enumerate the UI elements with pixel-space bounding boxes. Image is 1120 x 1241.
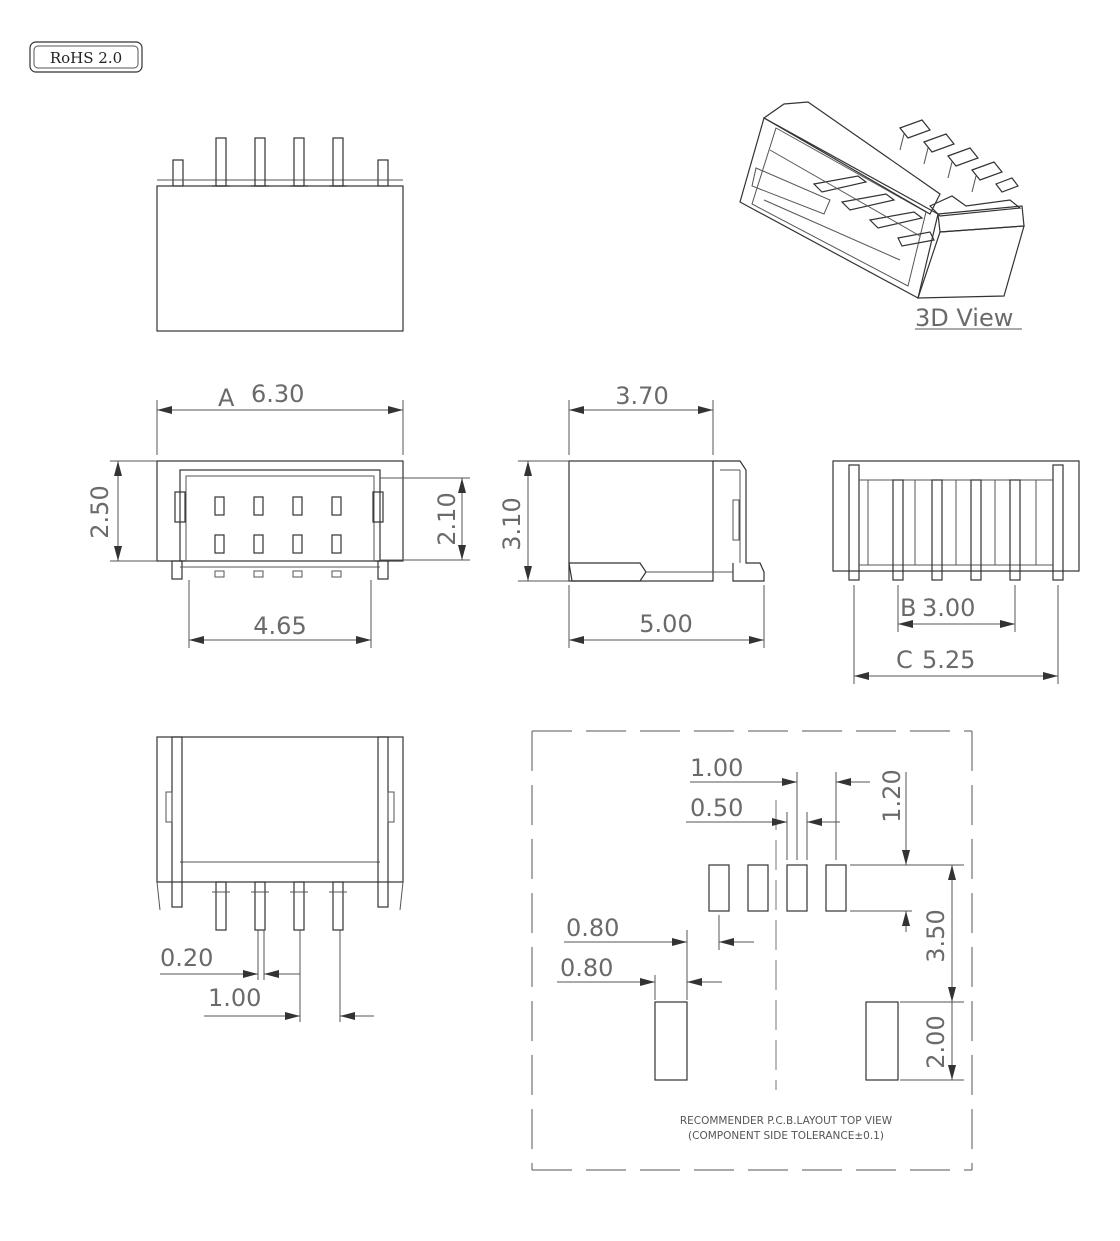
side-view-drawing [568, 460, 765, 582]
pcb-signal-pads [708, 864, 847, 912]
3d-view-label: 3D View [915, 304, 1013, 332]
top-view-drawing [156, 137, 404, 332]
pcb-gap-b-value: 0.80 [560, 954, 613, 982]
pcb-dimension-pad-length: 3.50 [850, 865, 964, 1003]
dimension-width-465-value: 4.65 [253, 612, 306, 640]
dimension-pin-width-value: 0.20 [160, 944, 213, 972]
dimension-c-prefix: C [896, 646, 913, 674]
pcb-offset-value: 1.20 [878, 769, 906, 822]
isometric-3d-view: 3D View [739, 101, 1025, 332]
pcb-mount-length-value: 2.00 [922, 1015, 950, 1068]
dimension-pin-width: 0.20 [160, 930, 300, 980]
dimension-height-250: 2.50 [86, 460, 157, 562]
dimension-height-250-value: 2.50 [86, 485, 114, 538]
dimension-width-465: 4.65 [188, 580, 372, 648]
rear-view-drawing [156, 736, 404, 931]
dimension-depth-370: 3.70 [568, 382, 714, 455]
bottom-view-drawing [832, 460, 1080, 581]
dimension-b: B 3.00 [897, 585, 1016, 632]
pcb-layout-frame [531, 730, 973, 1171]
dimension-b-value: 3.00 [922, 594, 975, 622]
pcb-pitch-value: 1.00 [690, 754, 743, 782]
pcb-pad-width-value: 0.50 [690, 794, 743, 822]
pcb-mount-pads [654, 1001, 899, 1081]
dimension-height-310: 3.10 [498, 460, 569, 582]
pcb-dimension-pad-width: 0.50 [686, 794, 840, 860]
dimension-height-210: 2.10 [380, 477, 470, 561]
dimension-height-310-value: 3.10 [498, 497, 526, 550]
pcb-gap-a-value: 0.80 [566, 914, 619, 942]
pcb-dimension-pitch: 1.00 [690, 754, 870, 860]
pcb-dimension-offset: 1.20 [850, 769, 964, 866]
rohs-badge-text: RoHS 2.0 [50, 49, 122, 67]
dimension-depth-370-value: 3.70 [615, 382, 668, 410]
dimension-a: A 6.30 [156, 380, 404, 455]
pcb-caption: RECOMMENDER P.C.B.LAYOUT TOP VIEW (COMPO… [680, 1115, 893, 1142]
pcb-dimension-gap-a: 0.80 [564, 914, 754, 1000]
dimension-a-value: 6.30 [251, 380, 304, 408]
dimension-c-value: 5.25 [922, 646, 975, 674]
pcb-caption-line1: RECOMMENDER P.C.B.LAYOUT TOP VIEW [680, 1115, 893, 1127]
dimension-pitch-value: 1.00 [208, 984, 261, 1012]
dimension-pitch: 1.00 [204, 930, 374, 1022]
dimension-length-500: 5.00 [568, 585, 765, 648]
pcb-caption-line2: (COMPONENT SIDE TOLERANCE±0.1) [688, 1130, 884, 1142]
pcb-pad-length-value: 3.50 [922, 909, 950, 962]
dimension-a-prefix: A [218, 384, 235, 412]
dimension-c: C 5.25 [853, 585, 1059, 684]
front-view-drawing [156, 460, 404, 580]
pcb-dimension-mount-length: 2.00 [900, 1002, 964, 1081]
dimension-length-500-value: 5.00 [639, 610, 692, 638]
dimension-height-210-value: 2.10 [433, 492, 461, 545]
rohs-badge: RoHS 2.0 [29, 41, 143, 73]
dimension-b-prefix: B [900, 594, 916, 622]
pcb-dimension-gap-b: 0.80 [557, 954, 722, 1000]
